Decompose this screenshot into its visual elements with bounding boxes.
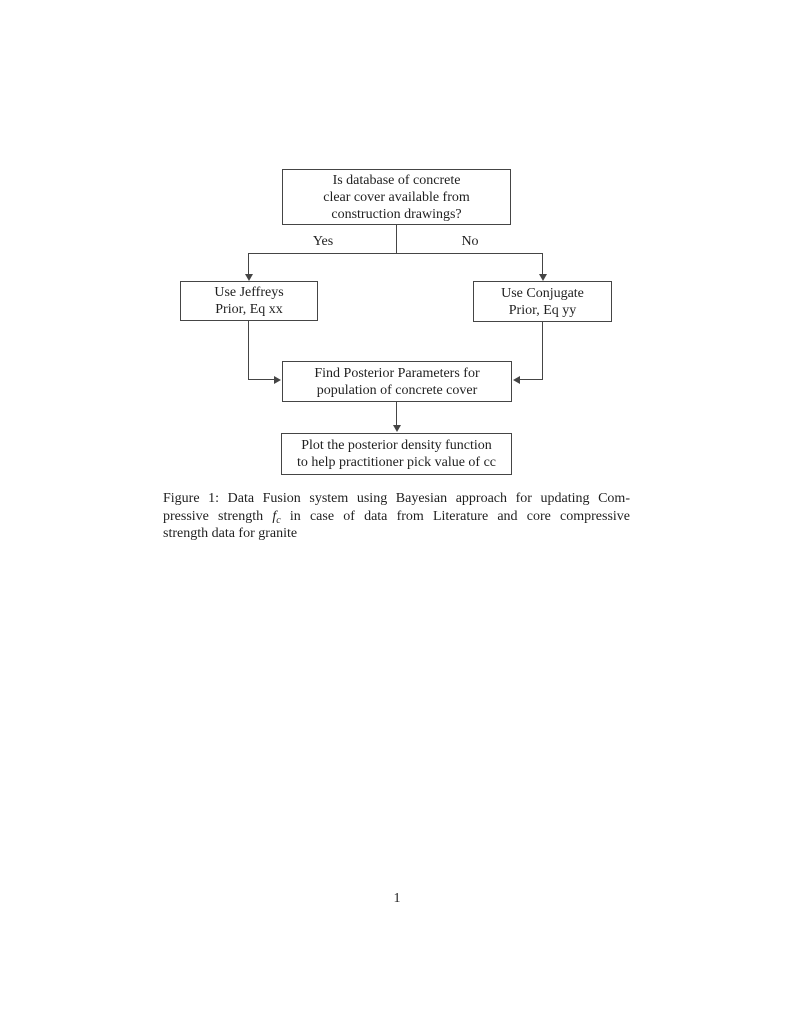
yes-branch-drop-line bbox=[248, 253, 249, 275]
arrowhead-down-into-plot-icon bbox=[393, 425, 401, 432]
decision-box-line-1: Is database of concrete bbox=[332, 172, 461, 188]
conjugate-connector-vertical bbox=[542, 322, 543, 380]
yes-branch-label: Yes bbox=[312, 234, 334, 249]
decision-box-line-2: clear cover available from bbox=[323, 189, 470, 205]
arrowhead-right-into-posterior-icon bbox=[274, 376, 281, 384]
plot-density-box: Plot the posterior density function to h… bbox=[281, 433, 512, 475]
caption-line-2: pressive strength fc in case of data fro… bbox=[163, 508, 630, 526]
jeffreys-connector-vertical bbox=[248, 321, 249, 380]
posterior-box-line-1: Find Posterior Parameters for bbox=[314, 365, 480, 381]
no-branch-drop-line bbox=[542, 253, 543, 275]
caption-line-2-post: in case of data from Literature and core… bbox=[280, 508, 630, 524]
arrowhead-down-into-conjugate-icon bbox=[539, 274, 547, 281]
jeffreys-box-line-2: Prior, Eq xx bbox=[215, 302, 283, 317]
fc-math-f: f bbox=[272, 508, 277, 524]
jeffreys-box-line-1: Use Jeffreys bbox=[214, 285, 284, 300]
decision-box: Is database of concrete clear cover avai… bbox=[282, 169, 511, 225]
conjugate-box-line-2: Prior, Eq yy bbox=[508, 302, 577, 318]
decision-box-line-3: construction drawings? bbox=[331, 206, 462, 222]
conjugate-connector-horizontal bbox=[519, 379, 543, 380]
caption-line-3: strength data for granite bbox=[163, 526, 298, 541]
jeffreys-prior-box: Use Jeffreys Prior, Eq xx bbox=[180, 281, 318, 321]
arrowhead-left-into-posterior-icon bbox=[513, 376, 520, 384]
plot-box-line-2: to help practitioner pick value of cc bbox=[296, 455, 497, 470]
fc-math-subscript: c bbox=[276, 514, 281, 526]
posterior-parameters-box: Find Posterior Parameters for population… bbox=[282, 361, 512, 402]
posterior-box-line-2: population of concrete cover bbox=[316, 382, 478, 398]
conjugate-prior-box: Use Conjugate Prior, Eq yy bbox=[473, 281, 612, 322]
caption-line-1: Figure 1: Data Fusion system using Bayes… bbox=[163, 491, 630, 506]
no-branch-label: No bbox=[461, 234, 479, 249]
decision-stem-line bbox=[396, 225, 397, 253]
posterior-stem-line bbox=[396, 402, 397, 426]
conjugate-box-line-1: Use Conjugate bbox=[501, 285, 584, 301]
caption-line-2-pre: pressive strength bbox=[163, 508, 273, 524]
page-number: 1 bbox=[393, 891, 401, 906]
fc-math-symbol: fc bbox=[272, 508, 281, 526]
figure-caption: Figure 1: Data Fusion system using Bayes… bbox=[163, 490, 630, 543]
plot-box-line-1: Plot the posterior density function bbox=[301, 438, 492, 453]
arrowhead-down-into-jeffreys-icon bbox=[245, 274, 253, 281]
jeffreys-connector-horizontal bbox=[248, 379, 275, 380]
branch-horizontal-line bbox=[248, 253, 543, 254]
